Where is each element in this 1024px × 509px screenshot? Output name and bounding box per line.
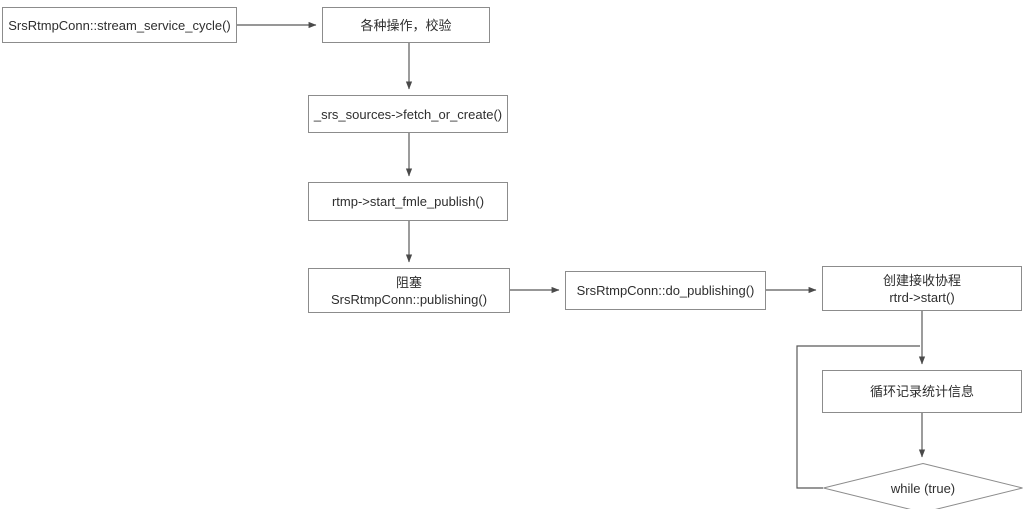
node-srs-sources-fetch-or-create-label: _srs_sources->fetch_or_create() xyxy=(313,106,503,122)
node-create-recv-coroutine-sublabel: rtrd->start() xyxy=(889,289,955,305)
node-while-true-decision-label: while (true) xyxy=(890,480,956,496)
node-rtmp-start-fmle-publish-label: rtmp->start_fmle_publish() xyxy=(331,194,485,209)
node-srs-sources-fetch-or-create[interactable]: _srs_sources->fetch_or_create() xyxy=(308,95,508,133)
node-various-operations-check-label: 各种操作，校验 xyxy=(360,17,452,33)
node-stream-service-cycle[interactable]: SrsRtmpConn::stream_service_cycle() xyxy=(2,7,237,43)
node-rtmp-start-fmle-publish[interactable]: rtmp->start_fmle_publish() xyxy=(308,182,508,221)
node-blocking-publishing-label: 阻塞 xyxy=(395,274,422,290)
node-do-publishing[interactable]: SrsRtmpConn::do_publishing() xyxy=(565,271,766,310)
node-while-true-decision[interactable]: while (true) xyxy=(823,463,1023,509)
node-loop-record-statistics-label: 循环记录统计信息 xyxy=(869,384,974,399)
node-various-operations-check[interactable]: 各种操作，校验 xyxy=(322,7,490,43)
node-blocking-publishing-sublabel: SrsRtmpConn::publishing() xyxy=(330,291,488,307)
node-stream-service-cycle-label: SrsRtmpConn::stream_service_cycle() xyxy=(8,17,231,33)
node-loop-record-statistics[interactable]: 循环记录统计信息 xyxy=(822,370,1022,413)
node-do-publishing-label: SrsRtmpConn::do_publishing() xyxy=(576,283,755,298)
node-create-recv-coroutine-label: 创建接收协程 xyxy=(882,272,961,288)
